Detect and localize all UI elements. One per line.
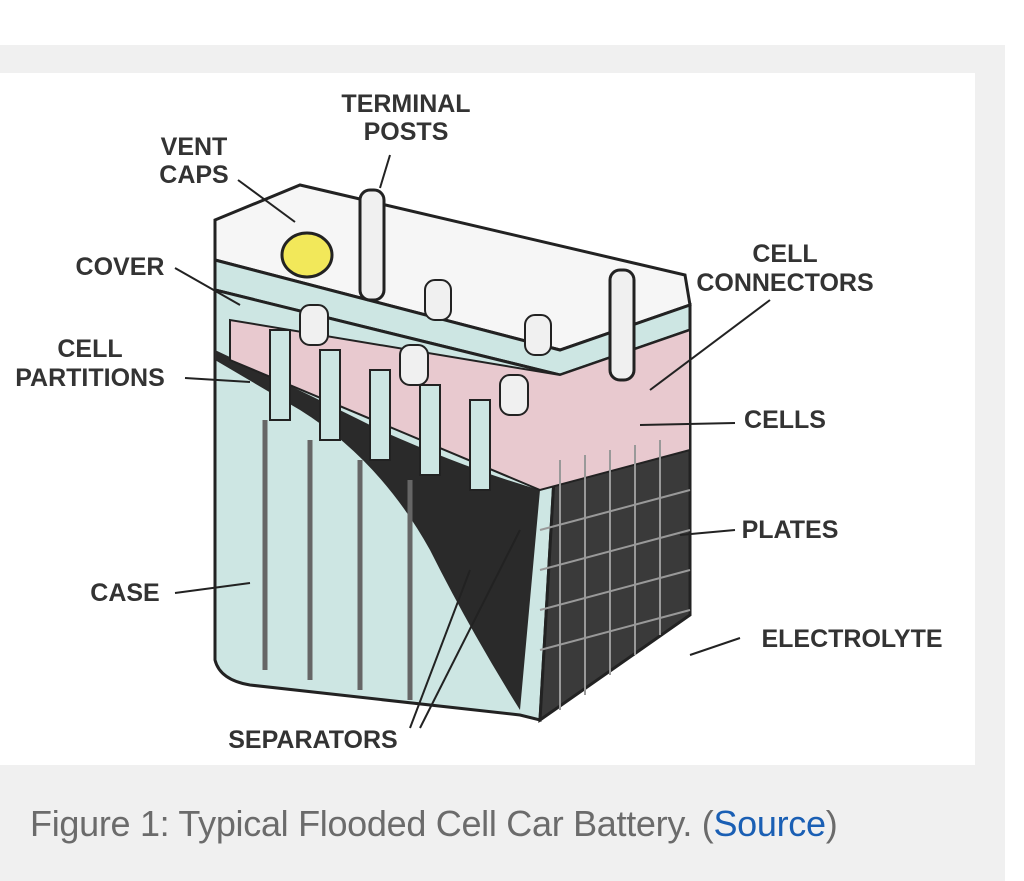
label-cell-connectors-2: CONNECTORS [696, 269, 873, 297]
label-plates: PLATES [742, 516, 839, 544]
label-cell-partitions-2: PARTITIONS [15, 364, 165, 392]
label-separators: SEPARATORS [228, 726, 397, 754]
label-case: CASE [90, 579, 159, 607]
label-cover: COVER [76, 253, 165, 281]
label-terminal-posts-2: POSTS [364, 118, 449, 146]
battery-illustration: TERMINAL POSTS VENT CAPS COVER CELL PART… [15, 90, 942, 754]
label-terminal-posts-1: TERMINAL [341, 90, 470, 118]
battery-diagram: TERMINAL POSTS VENT CAPS COVER CELL PART… [0, 73, 975, 765]
label-cell-partitions-1: CELL [57, 335, 122, 363]
source-link[interactable]: Source [713, 803, 826, 844]
figure-card: TERMINAL POSTS VENT CAPS COVER CELL PART… [0, 45, 1005, 881]
label-vent-caps-2: CAPS [159, 161, 228, 189]
label-cell-connectors-1: CELL [752, 240, 817, 268]
label-electrolyte: ELECTROLYTE [761, 625, 942, 653]
figure-caption: Figure 1: Typical Flooded Cell Car Batte… [30, 803, 838, 845]
caption-close: ) [825, 803, 838, 844]
label-cells: CELLS [744, 406, 826, 434]
caption-text: Figure 1: Typical Flooded Cell Car Batte… [30, 803, 714, 844]
label-vent-caps-1: VENT [161, 133, 228, 161]
